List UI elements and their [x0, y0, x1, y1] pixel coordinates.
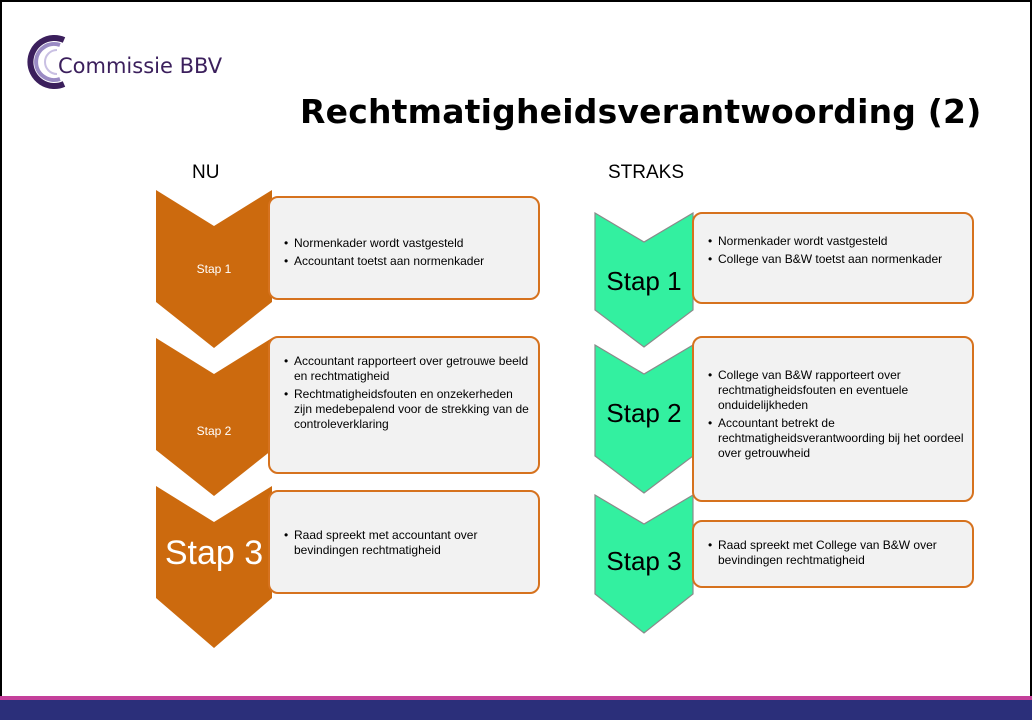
straks-step-3-label: Stap 3 — [606, 546, 682, 576]
straks-step-3-box: Raad spreekt met College van B&W over be… — [692, 520, 974, 588]
straks-step-1-chevron: Stap 1 — [594, 212, 694, 348]
nu-step-2-chevron: Stap 2 — [156, 338, 272, 496]
nu-step-2-bullet-1: Accountant rapporteert over getrouwe bee… — [284, 354, 530, 384]
straks-step-1-bullet-1: Normenkader wordt vastgesteld — [708, 234, 964, 249]
straks-step-1-label: Stap 1 — [606, 266, 682, 296]
column-heading-nu: NU — [192, 162, 220, 183]
nu-step-1-bullet-2: Accountant toetst aan normenkader — [284, 254, 530, 269]
logo-c-mark-icon — [27, 35, 66, 89]
slide-title: Rechtmatigheidsverantwoording (2) — [300, 92, 982, 131]
straks-step-1-box: Normenkader wordt vastgesteld College va… — [692, 212, 974, 304]
nu-step-3-box: Raad spreekt met accountant over bevindi… — [268, 490, 540, 594]
nu-step-1-box: Normenkader wordt vastgesteld Accountant… — [268, 196, 540, 300]
straks-step-3-bullet-1: Raad spreekt met College van B&W over be… — [708, 538, 964, 568]
nu-step-2-box: Accountant rapporteert over getrouwe bee… — [268, 336, 540, 474]
footer-bar — [0, 696, 1032, 720]
nu-step-2-label: Stap 2 — [196, 424, 232, 438]
nu-step-1-label: Stap 1 — [196, 262, 232, 276]
nu-step-3-chevron: Stap 3 — [156, 486, 272, 648]
nu-step-3-bullet-1: Raad spreekt met accountant over bevindi… — [284, 528, 530, 558]
straks-step-2-bullet-2: Accountant betrekt de rechtmatigheidsver… — [708, 416, 964, 461]
nu-step-2-bullet-2: Rechtmatigheidsfouten en onzekerheden zi… — [284, 387, 530, 432]
nu-step-3-label: Stap 3 — [164, 534, 264, 572]
commissie-bbv-logo: Commissie BBV — [24, 34, 234, 98]
nu-step-1-chevron: Stap 1 — [156, 190, 272, 348]
straks-step-1-bullet-2: College van B&W toetst aan normenkader — [708, 252, 964, 267]
nu-step-1-bullet-1: Normenkader wordt vastgesteld — [284, 236, 530, 251]
logo-text: Commissie BBV — [58, 54, 223, 78]
straks-step-3-chevron: Stap 3 — [594, 494, 694, 634]
straks-step-2-label: Stap 2 — [606, 398, 682, 428]
straks-step-2-bullet-1: College van B&W rapporteert over rechtma… — [708, 368, 964, 413]
column-heading-straks: STRAKS — [608, 162, 685, 183]
straks-step-2-chevron: Stap 2 — [594, 344, 694, 494]
straks-step-2-box: College van B&W rapporteert over rechtma… — [692, 336, 974, 502]
